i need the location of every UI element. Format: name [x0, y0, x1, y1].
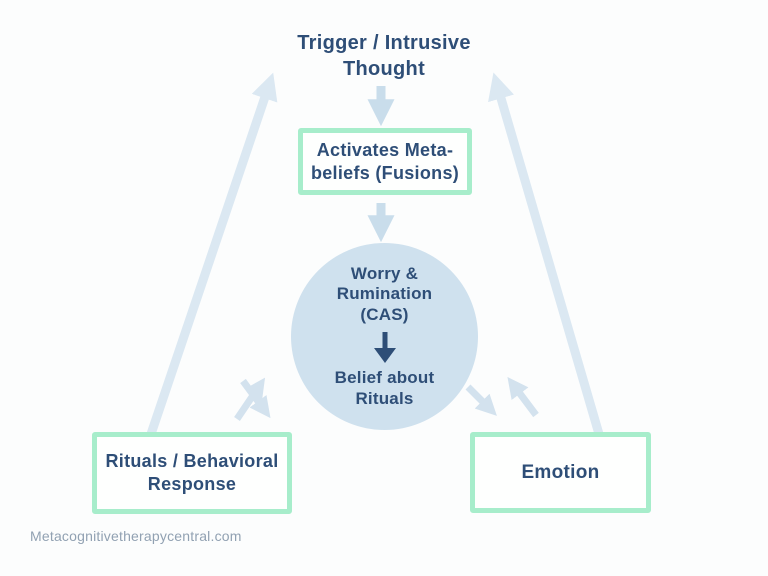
emotion-node: Emotion: [470, 432, 651, 513]
arrow-emotion-to-cas: [507, 376, 539, 418]
arrow-cas-to-rituals: [240, 378, 271, 419]
cas-to-belief-arrow-icon: [373, 331, 396, 363]
arrow-rituals-to-trigger: [146, 72, 278, 436]
trigger-node-label: Trigger / Intrusive Thought: [297, 32, 471, 81]
cas-circle-node: Worry & Rumination (CAS) Belief about Ri…: [291, 243, 478, 430]
meta-beliefs-label: Activates Meta-beliefs (Fusions): [310, 140, 460, 183]
arrow-cas-to-emotion: [465, 384, 497, 416]
rituals-node: Rituals / Behavioral Response: [92, 432, 292, 514]
meta-beliefs-node: Activates Meta-beliefs (Fusions): [298, 128, 472, 195]
rituals-label: Rituals / Behavioral Response: [105, 450, 279, 494]
site-watermark: Metacognitivetherapycentral.com: [30, 528, 242, 544]
belief-about-rituals-label: Belief about Rituals: [334, 367, 435, 408]
arrow-rituals-to-cas: [234, 377, 266, 421]
arrow-emotion-to-trigger: [488, 72, 604, 436]
cas-label: Worry & Rumination (CAS): [336, 263, 433, 325]
emotion-label: Emotion: [521, 461, 600, 483]
